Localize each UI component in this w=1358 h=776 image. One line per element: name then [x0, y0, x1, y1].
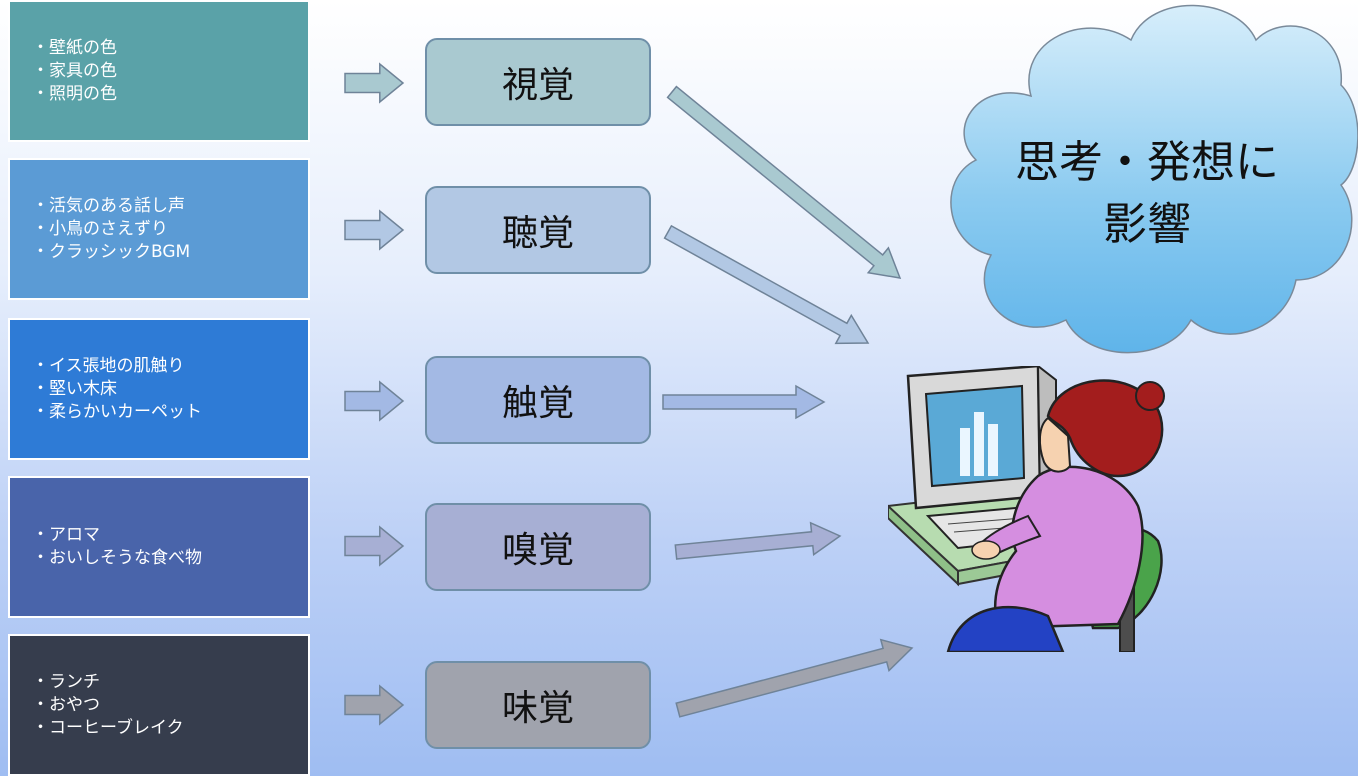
source-line: ・壁紙の色: [32, 37, 117, 58]
source-line: ・照明の色: [32, 83, 117, 104]
source-line: ・おいしそうな食べ物: [32, 548, 202, 568]
person-at-computer-illustration: [888, 366, 1165, 652]
taste-to-person-arrow: [675, 638, 914, 718]
sense-label: 視覚: [501, 65, 574, 106]
sense-smell-box: 嗅覚: [425, 503, 651, 591]
block-arrow-0: [344, 62, 405, 104]
source-line: ・小鳥のさえずり: [32, 218, 168, 239]
block-arrow-3: [344, 525, 405, 567]
thought-cloud: 思考・発想に 影響: [936, 0, 1358, 372]
sense-label: 触覚: [501, 383, 574, 424]
source-line: ・コーヒーブレイク: [32, 717, 184, 738]
visual-sources-box: ・壁紙の色 ・家具の色 ・照明の色: [8, 0, 310, 142]
block-arrow-2: [344, 380, 405, 422]
tactile-sources-box: ・イス張地の肌触り ・堅い木床 ・柔らかいカーペット: [8, 318, 310, 460]
source-line: ・クラッシックBGM: [32, 241, 191, 262]
cloud-text: 思考・発想に 影響: [936, 132, 1358, 256]
cloud-line-1: 思考・発想に: [1015, 137, 1279, 188]
sense-vision-box: 視覚: [425, 38, 651, 126]
hearing-to-person-arrow: [663, 224, 870, 345]
source-line: ・おやつ: [32, 694, 100, 715]
source-line: ・アロマ: [32, 525, 100, 545]
source-line: ・家具の色: [32, 60, 117, 81]
smell-to-person-arrow: [674, 521, 842, 560]
touch-to-person-arrow: [662, 384, 826, 420]
source-line: ・ランチ: [32, 671, 100, 692]
block-arrow-4: [344, 684, 405, 726]
source-line: ・活気のある話し声: [32, 195, 185, 216]
block-arrow-1: [344, 209, 405, 251]
source-line: ・柔らかいカーペット: [32, 401, 202, 422]
olfactory-sources-box: ・アロマ ・おいしそうな食べ物: [8, 476, 310, 618]
gustatory-sources-box: ・ランチ ・おやつ ・コーヒーブレイク: [8, 634, 310, 776]
sense-taste-box: 味覚: [425, 661, 651, 749]
sense-label: 味覚: [501, 688, 574, 729]
sense-hearing-box: 聴覚: [425, 186, 651, 274]
cloud-line-2: 影響: [1103, 199, 1191, 250]
auditory-sources-box: ・活気のある話し声 ・小鳥のさえずり ・クラッシックBGM: [8, 158, 310, 300]
sense-touch-box: 触覚: [425, 356, 651, 444]
vision-to-person-arrow: [666, 85, 902, 279]
source-line: ・イス張地の肌触り: [32, 355, 185, 376]
cloud-shape: [950, 4, 1358, 354]
source-line: ・堅い木床: [32, 378, 117, 399]
sense-label: 嗅覚: [501, 530, 574, 571]
sense-label: 聴覚: [501, 213, 574, 254]
